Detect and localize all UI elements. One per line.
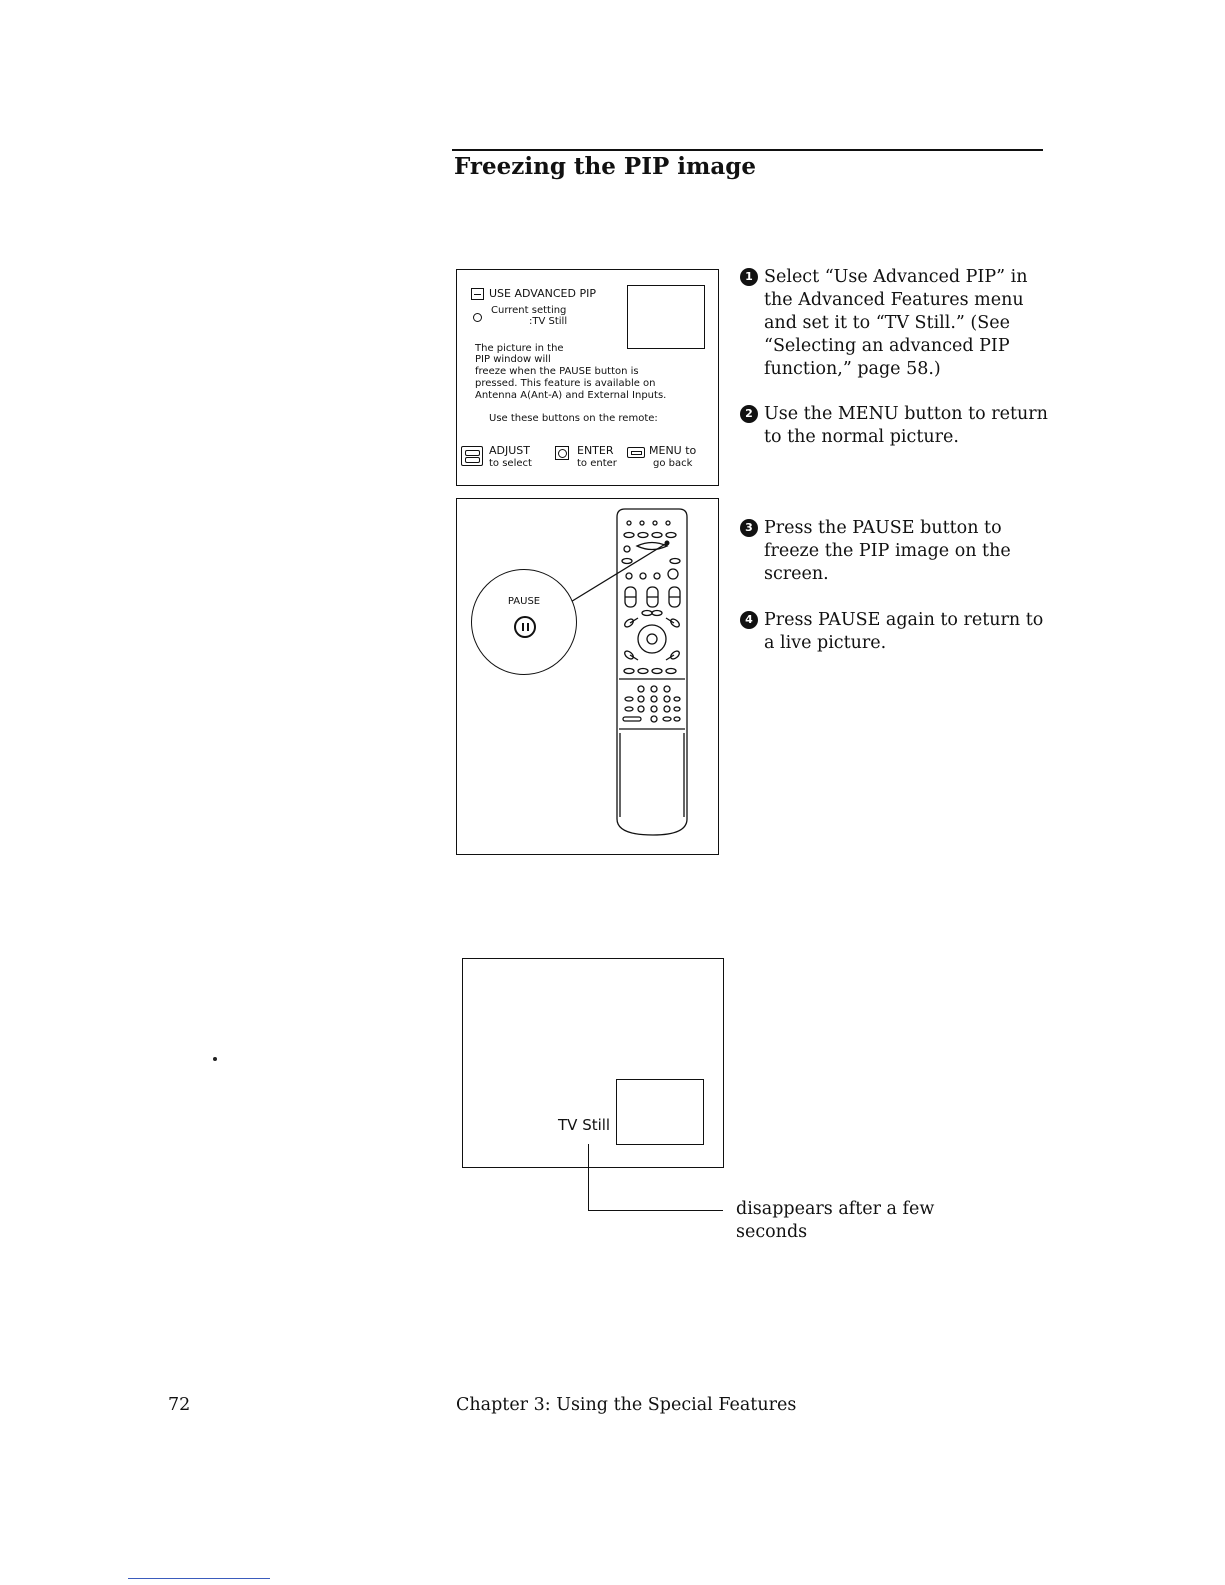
description-line: Antenna A(Ant-A) and External Inputs. xyxy=(475,390,667,401)
callout-leader-vertical xyxy=(588,1144,589,1210)
advanced-pip-menu-icon xyxy=(471,288,484,300)
adjust-sub: to select xyxy=(489,458,532,469)
step-number-badge: 3 xyxy=(740,519,758,537)
remote-control-drawing xyxy=(568,508,688,836)
adjust-button-icon xyxy=(461,446,483,466)
step-1: 1 Select “Use Advanced PIP” in the Advan… xyxy=(740,266,1050,381)
pip-window xyxy=(616,1079,704,1145)
description-line: freeze when the PAUSE button is xyxy=(475,366,639,377)
step-number-badge: 2 xyxy=(740,405,758,423)
current-setting-label: Current setting xyxy=(491,305,567,316)
step-number-badge: 4 xyxy=(740,611,758,629)
setting-indicator-icon xyxy=(473,313,482,322)
step-text: Press PAUSE again to return to a live pi… xyxy=(764,610,1044,653)
step-number-badge: 1 xyxy=(740,268,758,286)
step-text: Select “Use Advanced PIP” in the Advance… xyxy=(764,267,1028,379)
scan-speck xyxy=(213,1057,217,1061)
remote-hint: Use these buttons on the remote: xyxy=(489,413,658,424)
description-line: PIP window will xyxy=(475,354,551,365)
chapter-footer: Chapter 3: Using the Special Features xyxy=(456,1395,797,1415)
remote-illustration: PAUSE xyxy=(456,498,719,855)
step-text: Use the MENU button to return to the nor… xyxy=(764,404,1048,447)
pause-icon xyxy=(514,616,536,638)
page-number: 72 xyxy=(168,1395,191,1415)
step-4: 4 Press PAUSE again to return to a live … xyxy=(740,609,1050,655)
step-2: 2 Use the MENU button to return to the n… xyxy=(740,403,1050,449)
menu-button-icon xyxy=(627,447,645,458)
tv-still-label: TV Still xyxy=(558,1116,611,1134)
enter-label: ENTER xyxy=(577,444,614,457)
page-title: Freezing the PIP image xyxy=(454,153,756,180)
menu-title: USE ADVANCED PIP xyxy=(489,287,596,300)
current-setting-value: :TV Still xyxy=(529,316,568,327)
enter-sub: to enter xyxy=(577,458,617,469)
bottom-rule xyxy=(128,1578,270,1579)
step-3: 3 Press the PAUSE button to freeze the P… xyxy=(740,517,1050,586)
menu-sub: go back xyxy=(653,458,693,469)
adjust-label: ADJUST xyxy=(489,444,530,457)
enter-button-icon xyxy=(555,446,569,460)
tv-screen-illustration: TV Still xyxy=(462,958,724,1168)
step-text: Press the PAUSE button to freeze the PIP… xyxy=(764,518,1011,584)
description-line: pressed. This feature is available on xyxy=(475,378,656,389)
pip-preview-window xyxy=(627,285,705,349)
heading-rule xyxy=(452,149,1043,151)
menu-screen-illustration: USE ADVANCED PIP Current setting :TV Sti… xyxy=(456,269,719,486)
pause-button-callout: PAUSE xyxy=(471,569,577,675)
menu-label: MENU to xyxy=(649,444,697,457)
description-line: The picture in the xyxy=(475,343,564,354)
pause-label: PAUSE xyxy=(507,596,541,607)
callout-leader-horizontal xyxy=(588,1210,723,1211)
tv-still-callout: disappears after a few seconds xyxy=(736,1199,935,1242)
